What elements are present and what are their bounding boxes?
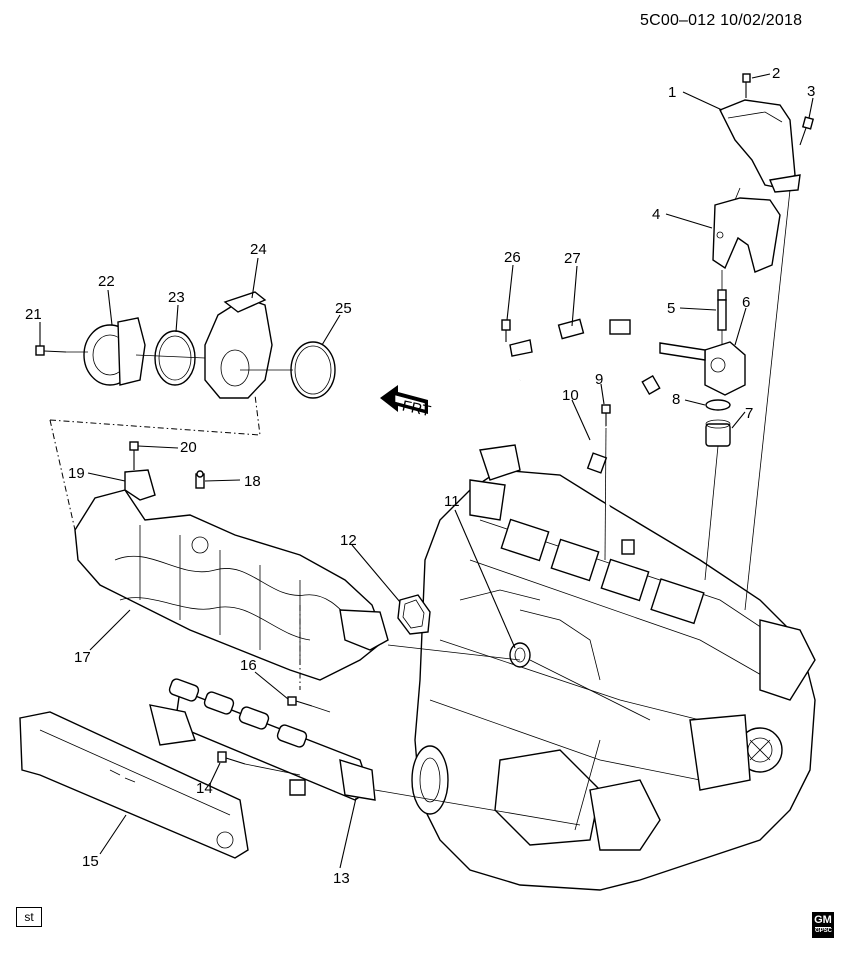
callout-20: 20 <box>180 439 197 456</box>
part-25-gasket <box>290 341 336 399</box>
part-12-gasket <box>397 594 431 635</box>
engine-block <box>411 444 816 891</box>
part-20-bolt <box>129 441 139 470</box>
part-6-fuel-pump <box>659 341 746 396</box>
callout-14: 14 <box>196 780 213 797</box>
callout-2: 2 <box>772 65 780 82</box>
callout-7: 7 <box>745 405 753 422</box>
callout-12: 12 <box>340 532 357 549</box>
callout-6: 6 <box>742 294 750 311</box>
part-22-throttle-adapter <box>83 317 146 386</box>
part-9-bolt <box>601 404 611 428</box>
part-24-throttle-body <box>204 291 273 399</box>
part-10-fuel-pipe <box>580 374 661 555</box>
callout-19: 19 <box>68 465 85 482</box>
gm-logo: GM GPSC <box>812 912 834 938</box>
part-2-bolt <box>742 73 751 98</box>
part-16-bolt <box>287 696 313 707</box>
part-21-bolt <box>35 345 67 356</box>
callout-23: 23 <box>168 289 185 306</box>
part-23-o-ring <box>154 330 196 386</box>
part-27-fuel-pipe <box>509 318 631 381</box>
diagram-id: 5C00–012 10/02/2018 <box>640 12 803 29</box>
gm-logo-subtext: GPSC <box>815 927 833 934</box>
gm-logo-text: GM <box>814 914 832 926</box>
frt-label: FRT <box>401 398 433 421</box>
callout-10: 10 <box>562 387 579 404</box>
part-18-sensor <box>195 470 205 489</box>
callout-22: 22 <box>98 273 115 290</box>
assembly-lines <box>49 187 791 831</box>
part-15-charge-air-duct <box>19 711 249 859</box>
part-13-fuel-rail <box>149 678 376 801</box>
part-7-follower <box>705 419 731 447</box>
part-11-seal <box>509 642 531 668</box>
callout-8: 8 <box>672 391 680 408</box>
callout-27: 27 <box>564 250 581 267</box>
callout-13: 13 <box>333 870 350 887</box>
part-26-bolt <box>501 319 511 342</box>
callout-15: 15 <box>82 853 99 870</box>
callout-16: 16 <box>240 657 257 674</box>
callout-18: 18 <box>244 473 261 490</box>
callout-3: 3 <box>807 83 815 100</box>
footer-code-box: st <box>16 907 42 927</box>
callout-26: 26 <box>504 249 521 266</box>
part-4-pump-cover <box>712 197 781 273</box>
callout-11: 11 <box>444 493 460 510</box>
callout-24: 24 <box>250 241 267 258</box>
callout-1: 1 <box>668 84 676 101</box>
callout-leaders <box>39 73 814 869</box>
callout-4: 4 <box>652 206 660 223</box>
callout-17: 17 <box>74 649 91 666</box>
callout-21: 21 <box>25 306 42 323</box>
part-17-intake-manifold <box>74 489 389 681</box>
part-8-o-ring <box>705 399 731 411</box>
callout-5: 5 <box>667 300 675 317</box>
part-14-bolt <box>217 751 246 765</box>
front-direction-arrow: FRT <box>380 385 432 420</box>
part-19-map-sensor <box>124 469 156 501</box>
callout-labels: 1 2 3 4 5 6 7 8 9 10 11 12 13 14 15 16 1… <box>25 65 815 887</box>
part-5-stud <box>717 289 727 331</box>
callout-9: 9 <box>595 371 603 388</box>
callout-25: 25 <box>335 300 352 317</box>
part-3-bolt <box>799 116 815 146</box>
part-1-heat-shield <box>719 99 801 193</box>
